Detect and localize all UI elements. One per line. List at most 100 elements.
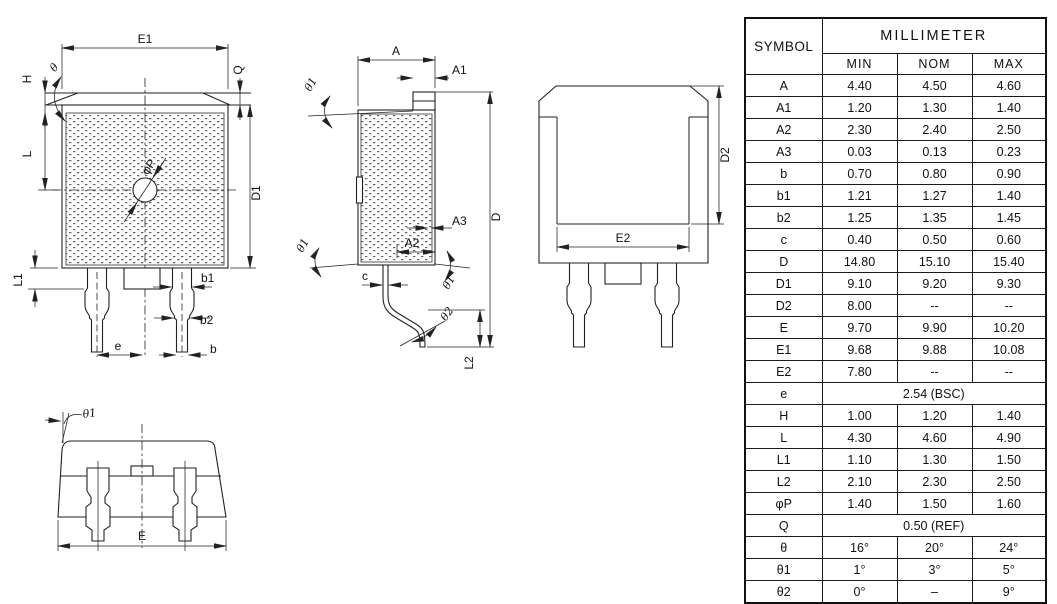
nom-cell: 4.60	[896, 426, 973, 449]
min-cell: 1.25	[821, 206, 898, 229]
max-cell: 2.50	[971, 118, 1047, 141]
symbol-cell: A	[744, 74, 823, 97]
symbol-cell: L2	[744, 470, 823, 493]
dim-label-l1: L1	[11, 273, 25, 287]
min-cell: 7.80	[821, 360, 898, 383]
dim-label-a1: A1	[452, 63, 467, 77]
min-cell: 8.00	[821, 294, 898, 317]
span-value-cell: 2.54 (BSC)	[821, 382, 1047, 405]
nom-cell: 4.50	[896, 74, 973, 97]
nom-cell: 1.50	[896, 492, 973, 515]
dim-label-d1: D1	[249, 185, 263, 201]
header-min: MIN	[821, 53, 898, 75]
max-cell: 4.90	[971, 426, 1047, 449]
back-lead-left	[566, 262, 592, 348]
min-cell: 0.40	[821, 228, 898, 251]
min-cell: 9.70	[821, 316, 898, 339]
nom-cell: 1.35	[896, 206, 973, 229]
nom-cell: 9.20	[896, 272, 973, 295]
max-cell: 10.08	[971, 338, 1047, 361]
min-cell: 1.20	[821, 96, 898, 119]
dim-label-d2: D2	[718, 147, 732, 163]
symbol-cell: L1	[744, 448, 823, 471]
symbol-cell: b1	[744, 184, 823, 207]
dim-label-c: c	[362, 269, 368, 283]
nom-cell: 1.27	[896, 184, 973, 207]
back-body-outline	[538, 85, 709, 264]
dim-label-theta1-bottom: θ1	[82, 406, 97, 421]
min-cell: 1.40	[821, 492, 898, 515]
max-cell: 24°	[971, 536, 1047, 559]
max-cell: 0.60	[971, 228, 1047, 251]
symbol-cell: L	[744, 426, 823, 449]
symbol-cell: c	[744, 228, 823, 251]
symbol-cell: E2	[744, 360, 823, 383]
max-cell: 1.40	[971, 184, 1047, 207]
side-notch	[355, 176, 364, 204]
symbol-cell: e	[744, 382, 823, 405]
nom-cell: 9.90	[896, 316, 973, 339]
symbol-cell: φP	[744, 492, 823, 515]
table-subheader-row: MIN NOM MAX	[745, 53, 1047, 75]
symbol-cell: Q	[744, 514, 823, 537]
min-cell: 4.40	[821, 74, 898, 97]
dim-label-a2: A2	[405, 236, 420, 250]
back-lead-right	[654, 262, 680, 348]
symbol-cell: A1	[744, 96, 823, 119]
min-cell: 0.03	[821, 140, 898, 163]
dim-label-q: Q	[231, 65, 245, 74]
symbol-cell: E	[744, 316, 823, 339]
nom-cell: 9.88	[896, 338, 973, 361]
header-millimeter: MILLIMETER	[821, 17, 1047, 54]
max-cell: 1.45	[971, 206, 1047, 229]
dim-label-h: H	[20, 75, 34, 84]
dim-label-theta2: θ2	[438, 305, 456, 324]
front-view: E1 H θ L Q D1 φP	[11, 32, 263, 358]
symbol-cell: θ2	[744, 580, 823, 604]
min-cell: 1.00	[821, 404, 898, 427]
front-center-stub	[123, 267, 161, 290]
dim-label-e-bottom: E	[138, 529, 146, 543]
nom-cell: 15.10	[896, 250, 973, 273]
min-cell: 1°	[821, 558, 898, 581]
dim-label-a3: A3	[452, 214, 467, 228]
table-header-row: SYMBOL MILLIMETER	[744, 17, 1047, 75]
nom-cell: 0.13	[896, 140, 973, 163]
nom-cell: 3°	[896, 558, 973, 581]
min-cell: 16°	[821, 536, 898, 559]
package-outline-drawing: E1 H θ L Q D1 φP	[11, 32, 732, 551]
symbol-cell: b	[744, 162, 823, 185]
symbol-cell: H	[744, 404, 823, 427]
max-cell: 4.60	[971, 74, 1047, 97]
span-value-cell: 0.50 (REF)	[821, 514, 1047, 537]
symbol-cell: θ1	[744, 558, 823, 581]
min-cell: 0°	[821, 580, 898, 604]
max-cell: 0.23	[971, 140, 1047, 163]
nom-cell: 0.80	[896, 162, 973, 185]
dim-label-d: D	[489, 212, 503, 221]
max-cell: 15.40	[971, 250, 1047, 273]
header-symbol: SYMBOL	[744, 17, 823, 75]
symbol-cell: D2	[744, 294, 823, 317]
min-cell: 2.30	[821, 118, 898, 141]
min-cell: 14.80	[821, 250, 898, 273]
